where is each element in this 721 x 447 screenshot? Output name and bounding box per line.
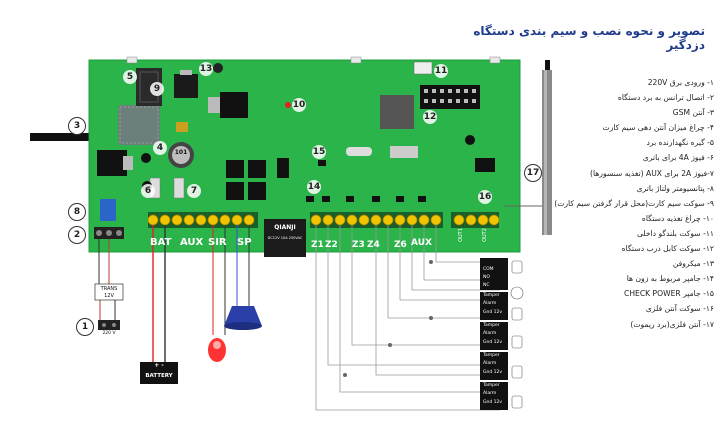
board-num-7: 7 xyxy=(187,184,201,198)
legend-item: ۴- چراغ میزان آنتن دهی سیم کارت xyxy=(602,123,714,133)
sensor-gnd: Gnd 12v xyxy=(483,310,503,315)
sensor-alarm: Alarm xyxy=(483,331,497,336)
sensor-alarm: Alarm xyxy=(483,361,497,366)
legend-item: ۷-فیوز 2A برای AUX (تغذیه سنسورها) xyxy=(590,168,714,178)
relay-sub-label: DC12V 10A 250VAC xyxy=(267,236,303,240)
board-num-16: 16 xyxy=(478,190,492,204)
battery-signs: + - xyxy=(154,362,164,369)
sensor-strip xyxy=(480,258,508,410)
label-aux: AUX xyxy=(180,237,204,248)
legend-item: ۵- گیره نگهدارنده برد xyxy=(646,138,714,148)
page-title: تصویر و نحوه نصب و سیم بندی دستگاه دزدگی… xyxy=(473,24,705,52)
callout-17: 17 xyxy=(524,164,542,182)
sensor-gnd: Gnd 12v xyxy=(483,370,503,375)
gsm-module xyxy=(118,105,160,145)
sensor-alarm: Alarm xyxy=(483,301,497,306)
battery xyxy=(140,362,178,384)
sensor-alarm: Alarm xyxy=(483,391,497,396)
speaker-socket xyxy=(413,61,433,75)
sensor-icon xyxy=(510,286,524,300)
label-bat: BAT xyxy=(150,237,172,248)
siren-speaker xyxy=(224,306,262,326)
legend-item: ۱- ورودی برق 220V xyxy=(647,78,714,87)
sensor-no: NO xyxy=(483,275,490,280)
legend-item: ۱۰- چراغ تغذیه دستگاه xyxy=(641,213,714,223)
board-num-10: 10 xyxy=(292,98,306,112)
label-z1: Z1 xyxy=(311,240,324,250)
door-cable-socket xyxy=(420,85,480,109)
label-z6: Z6 xyxy=(394,240,407,250)
sensor-tamper: Tamper xyxy=(483,353,500,358)
sensor-icon xyxy=(511,395,523,409)
label-out1: OUT1 xyxy=(457,228,464,242)
callout-1: 1 xyxy=(76,318,94,336)
gsm-antenna xyxy=(30,133,98,141)
legend-item: ۱۶- سوکت آنتن فلزی xyxy=(645,304,714,314)
sensor-tamper: Tamper xyxy=(483,293,500,298)
legend-item: ۹- سوکت سیم کارت(محل قرار گرفتن سیم کارت… xyxy=(554,198,714,208)
board-num-13: 13 xyxy=(199,62,213,76)
battery-label: BATTERY xyxy=(145,373,173,379)
legend-list: ۱- ورودی برق 220V ۲- اتصال ترانس به برد … xyxy=(546,75,714,332)
sensor-gnd: Gnd 12v xyxy=(483,340,503,345)
legend-item: ۱۳- میکروفن xyxy=(672,259,714,269)
label-aux2: AUX xyxy=(411,238,432,248)
power-label: 220 V xyxy=(102,331,116,336)
board-num-5: 5 xyxy=(123,70,137,84)
transformer-box xyxy=(94,283,124,301)
label-out2: OUT2 xyxy=(481,228,488,242)
board-num-4: 4 xyxy=(153,141,167,155)
sensor-tamper: Tamper xyxy=(483,323,500,328)
relay-label: QIANJI xyxy=(274,224,296,231)
board-num-14: 14 xyxy=(307,180,321,194)
board-num-6: 6 xyxy=(141,184,155,198)
strobe-light xyxy=(208,338,226,362)
battery-potentiometer xyxy=(100,199,116,221)
callout-3: 3 xyxy=(68,117,86,135)
sensor-icon xyxy=(511,335,523,349)
callout-2: 2 xyxy=(68,226,86,244)
label-sir: SIR xyxy=(208,237,227,248)
sensor-com: COM xyxy=(483,267,494,272)
board-num-12: 12 xyxy=(423,110,437,124)
legend-item: ۱۲- سوکت کابل درب دستگاه xyxy=(621,244,714,254)
trans-label-1: TRANS xyxy=(100,286,118,292)
fuse-2a xyxy=(173,177,185,199)
sensor-icon xyxy=(511,307,523,321)
legend-item: ۶- فیوز 4A برای باتری xyxy=(642,153,714,163)
board-num-9: 9 xyxy=(150,82,164,96)
board-num-15: 15 xyxy=(312,145,326,159)
legend-item: ۲- اتصال ترانس به برد دستگاه xyxy=(617,93,714,103)
inductor-label: 101 xyxy=(174,149,188,156)
relay-qianji xyxy=(264,219,306,257)
label-z3: Z3 xyxy=(352,240,365,250)
legend-item: ۱۷- آنتن فلزی(برد ریموت) xyxy=(630,319,714,329)
board-num-11: 11 xyxy=(434,64,448,78)
callout-8: 8 xyxy=(68,203,86,221)
legend-item: ۱۵- جامپر CHECK POWER xyxy=(624,289,714,299)
sensor-icon xyxy=(511,365,523,379)
legend-item: ۱۱- سوکت بلندگو داخلی xyxy=(637,228,714,238)
label-sp: SP xyxy=(237,237,252,248)
label-z2: Z2 xyxy=(325,240,338,250)
power-led xyxy=(285,102,291,108)
sensor-gnd: Gnd 12v xyxy=(483,400,503,405)
label-z4: Z4 xyxy=(367,240,380,250)
legend-item: ۱۴- جامپر مربوط به زون ها xyxy=(626,274,714,284)
legend-item: ۸- پتانسیومتر ولتاژ باتری xyxy=(636,183,714,193)
sensor-icon xyxy=(511,260,523,274)
main-mcu xyxy=(380,95,414,129)
legend-item: ۳- آنتن GSM xyxy=(672,108,714,118)
microphone xyxy=(213,63,223,73)
trans-label-2: 12V xyxy=(104,293,114,299)
sensor-nc: NC xyxy=(483,283,490,288)
sensor-tamper: Tamper xyxy=(483,383,500,388)
power-plug xyxy=(98,320,120,330)
